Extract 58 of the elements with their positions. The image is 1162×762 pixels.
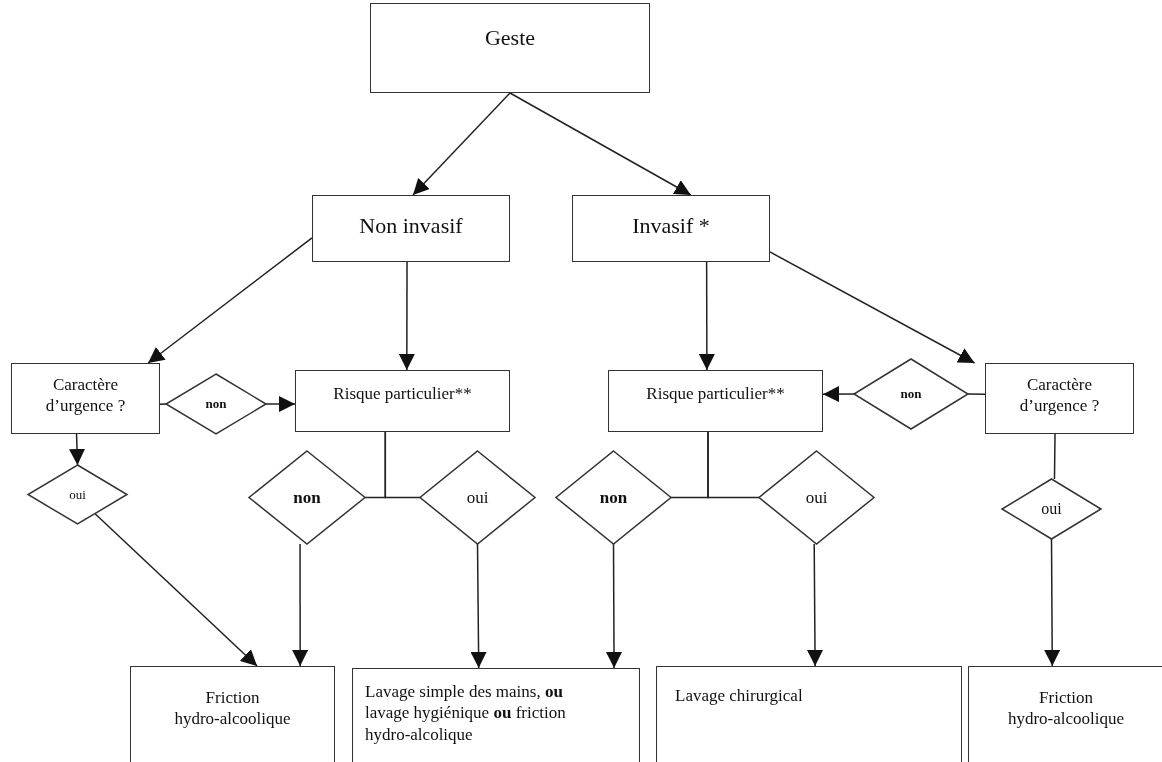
box-text: Lavage chirurgical — [674, 685, 804, 707]
connector-line — [967, 393, 986, 395]
decision-diamond — [28, 465, 127, 524]
connector-line — [384, 431, 421, 499]
decision-diamond — [420, 451, 535, 544]
box-text: Risque particulier** — [645, 383, 786, 405]
process-box — [352, 668, 640, 762]
decision-diamond — [854, 359, 968, 429]
box-text: Friction hydro-alcoolique — [1006, 687, 1126, 730]
process-box — [312, 195, 510, 262]
arrow — [509, 92, 692, 196]
decision-label: non — [204, 395, 228, 413]
decision-diamond — [759, 451, 874, 544]
decision-diamond — [166, 374, 266, 434]
decision-diamond — [249, 451, 365, 544]
arrow — [1044, 538, 1061, 667]
box-text: Friction hydro-alcoolique — [173, 687, 292, 730]
arrow — [398, 261, 415, 371]
decision-label: oui — [68, 486, 87, 503]
box-text: Caractère d’urgence ? — [1018, 374, 1101, 417]
arrow — [147, 237, 313, 364]
arrow — [292, 543, 309, 667]
process-box — [968, 666, 1162, 762]
box-text: Risque particulier** — [332, 383, 473, 405]
connector-line — [159, 403, 167, 405]
box-text: Caractère d’urgence ? — [44, 374, 127, 417]
arrow — [69, 433, 85, 466]
process-box — [295, 370, 510, 432]
arrow — [769, 251, 976, 364]
box-text: Lavage simple des mains, ou lavage hygiénique ou friction hydro-alcolique — [364, 681, 567, 745]
process-box — [608, 370, 823, 432]
decision-label: oui — [1040, 499, 1063, 519]
box-text: Geste — [483, 24, 537, 52]
decision-label: non — [899, 385, 923, 403]
process-box — [11, 363, 160, 434]
box-text: Invasif * — [631, 212, 711, 240]
box-text: Non invasif — [358, 212, 464, 240]
process-box — [370, 3, 650, 93]
decision-diamond — [1002, 479, 1101, 539]
process-box — [656, 666, 962, 762]
arrow — [94, 513, 258, 667]
decision-label: non — [292, 486, 322, 509]
arrow — [606, 543, 622, 669]
connector-line — [1053, 433, 1056, 480]
arrow — [265, 396, 296, 413]
connector-line — [707, 431, 760, 499]
arrow — [822, 386, 855, 403]
process-box — [572, 195, 770, 262]
decision-label: oui — [465, 486, 490, 509]
arrow — [807, 543, 823, 667]
process-box — [985, 363, 1134, 434]
arrow — [470, 543, 487, 669]
arrow — [698, 261, 715, 371]
arrow — [412, 92, 511, 196]
process-box — [130, 666, 335, 762]
decision-label: non — [598, 486, 629, 509]
decision-label: oui — [804, 486, 829, 509]
decision-diamond — [556, 451, 671, 544]
